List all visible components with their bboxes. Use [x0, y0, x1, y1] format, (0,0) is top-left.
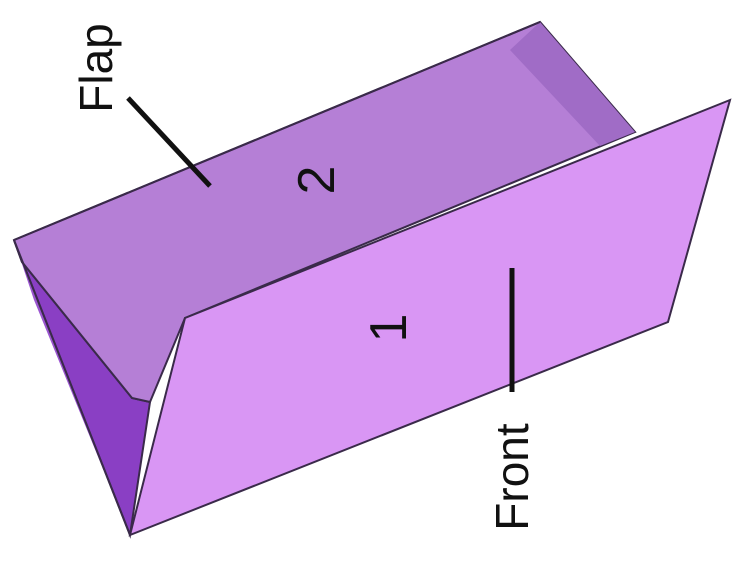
front-panel-number: 1	[360, 314, 418, 343]
front-label: Front	[486, 423, 538, 531]
front-panel	[128, 98, 732, 537]
flap-panel-number: 2	[288, 166, 346, 195]
flap-leader-line	[126, 96, 212, 188]
flap-label: Flap	[70, 23, 122, 112]
left-edge	[13, 239, 131, 536]
flap-top-edge	[13, 21, 541, 241]
flap-panel-shade	[510, 22, 635, 146]
